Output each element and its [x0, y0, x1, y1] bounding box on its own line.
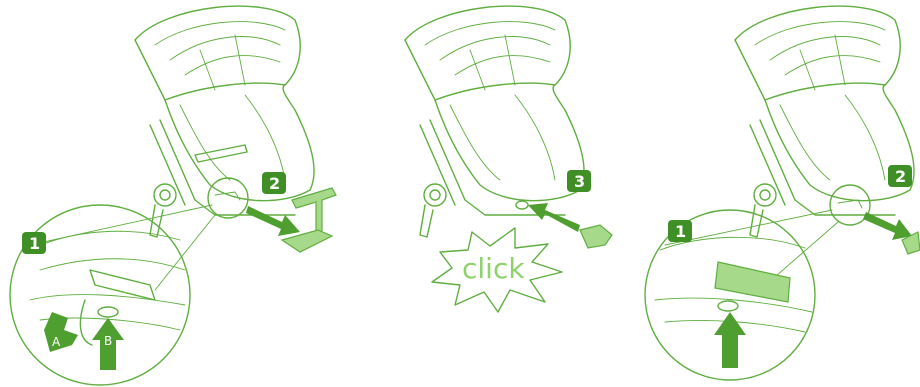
panel-3: 1 2: [645, 6, 920, 380]
release-button-highlight: [715, 262, 790, 302]
step-badge-1-label: 1: [29, 234, 40, 253]
panel-2: 3 click: [405, 6, 612, 312]
panel-1: A B 1 2: [10, 6, 336, 385]
remove-arrow: [246, 206, 300, 236]
stroller-seat-illustration: [735, 6, 914, 237]
step-badge-2-label: 2: [895, 167, 906, 186]
arrow-b-label: B: [104, 334, 112, 348]
stroller-seat-illustration: [135, 6, 314, 237]
click-label: click: [462, 252, 525, 285]
step-badge-2-label: 2: [269, 174, 280, 193]
detail-circle-small: [208, 178, 248, 218]
inserted-part: [580, 225, 612, 248]
step-badge-3-label: 3: [574, 172, 585, 191]
remove-arrow: [863, 212, 912, 240]
stroller-seat-illustration: [405, 6, 584, 237]
step-badge-1-label: 1: [675, 222, 686, 241]
arrow-a-label: A: [52, 335, 61, 349]
insert-arrow: [528, 203, 580, 232]
